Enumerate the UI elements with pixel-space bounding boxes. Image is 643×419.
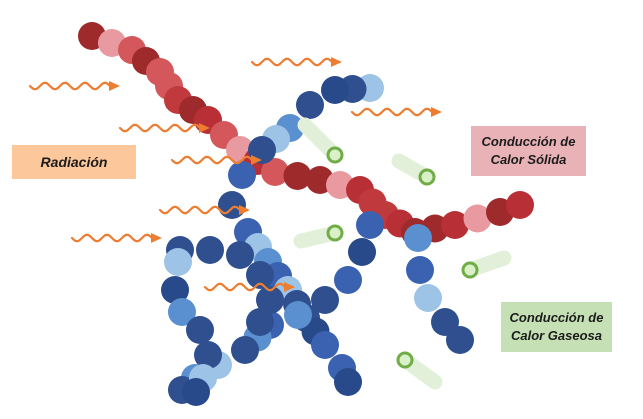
polymer-chain — [404, 224, 474, 354]
solid-particle-blue — [321, 76, 349, 104]
solid-particle-blue — [226, 241, 254, 269]
solid-particle-blue — [311, 286, 339, 314]
solid-particle-blue — [256, 286, 284, 314]
solid-particle-blue — [334, 368, 362, 396]
wavy-arrow-icon — [28, 81, 120, 91]
polymer-chains — [78, 22, 534, 406]
wavy-arrow-icon — [70, 233, 162, 243]
solid-conduction-label-line1: Conducción de — [481, 134, 576, 150]
solid-particle-blue — [414, 284, 442, 312]
radiation-waves — [28, 57, 442, 292]
solid-particle-blue — [446, 326, 474, 354]
solid-particle-blue — [348, 238, 376, 266]
solid-particle-blue — [231, 336, 259, 364]
gas-molecule-icon — [391, 153, 436, 186]
solid-conduction-label: Conducción de Calor Sólida — [471, 126, 586, 176]
polymer-chain — [78, 22, 534, 246]
solid-particle — [506, 191, 534, 219]
solid-particle-blue — [218, 191, 246, 219]
wavy-arrow-icon — [203, 282, 295, 292]
gas-molecule-icon — [396, 351, 443, 390]
polymer-chain — [161, 248, 222, 406]
gas-conduction-label-line2: Calor Gaseosa — [510, 328, 603, 343]
radiation-label-text: Radiación — [40, 153, 108, 170]
gas-conduction-label: Conducción de Calor Gaseosa — [501, 302, 612, 352]
wavy-arrow-icon — [170, 155, 262, 165]
solid-particle-blue — [406, 256, 434, 284]
solid-particle-blue — [404, 224, 432, 252]
wavy-arrow-icon — [158, 205, 250, 215]
solid-particle-blue — [194, 341, 222, 369]
gas-molecules — [293, 117, 512, 390]
solid-particle — [441, 211, 469, 239]
solid-particle-blue — [246, 308, 274, 336]
solid-particle-blue — [284, 301, 312, 329]
gas-conduction-label-line1: Conducción de — [509, 310, 604, 326]
solid-particle-blue — [296, 91, 324, 119]
solid-particle-blue — [246, 261, 274, 289]
gas-molecule-icon — [293, 224, 344, 249]
solid-particle — [463, 204, 492, 233]
solid-particle — [283, 162, 312, 190]
solid-particle-blue — [228, 161, 256, 189]
solid-particle-blue — [168, 298, 196, 326]
wavy-arrow-icon — [350, 107, 442, 117]
solid-conduction-label-line2: Calor Sólida — [490, 152, 567, 167]
solid-particle-blue — [182, 378, 210, 406]
solid-particle-blue — [356, 211, 384, 239]
solid-particle-blue — [311, 331, 339, 359]
wavy-arrow-icon — [118, 123, 210, 133]
gas-molecule-icon — [297, 117, 344, 164]
wavy-arrow-icon — [250, 57, 342, 67]
solid-particle — [261, 158, 289, 186]
radiation-label: Radiación — [12, 145, 136, 179]
solid-particle-blue — [196, 236, 224, 264]
solid-particle-blue — [161, 276, 189, 304]
solid-particle-blue — [164, 248, 192, 276]
solid-particle-blue — [334, 266, 362, 294]
solid-particle-blue — [186, 316, 214, 344]
gas-molecule-icon — [461, 250, 512, 279]
